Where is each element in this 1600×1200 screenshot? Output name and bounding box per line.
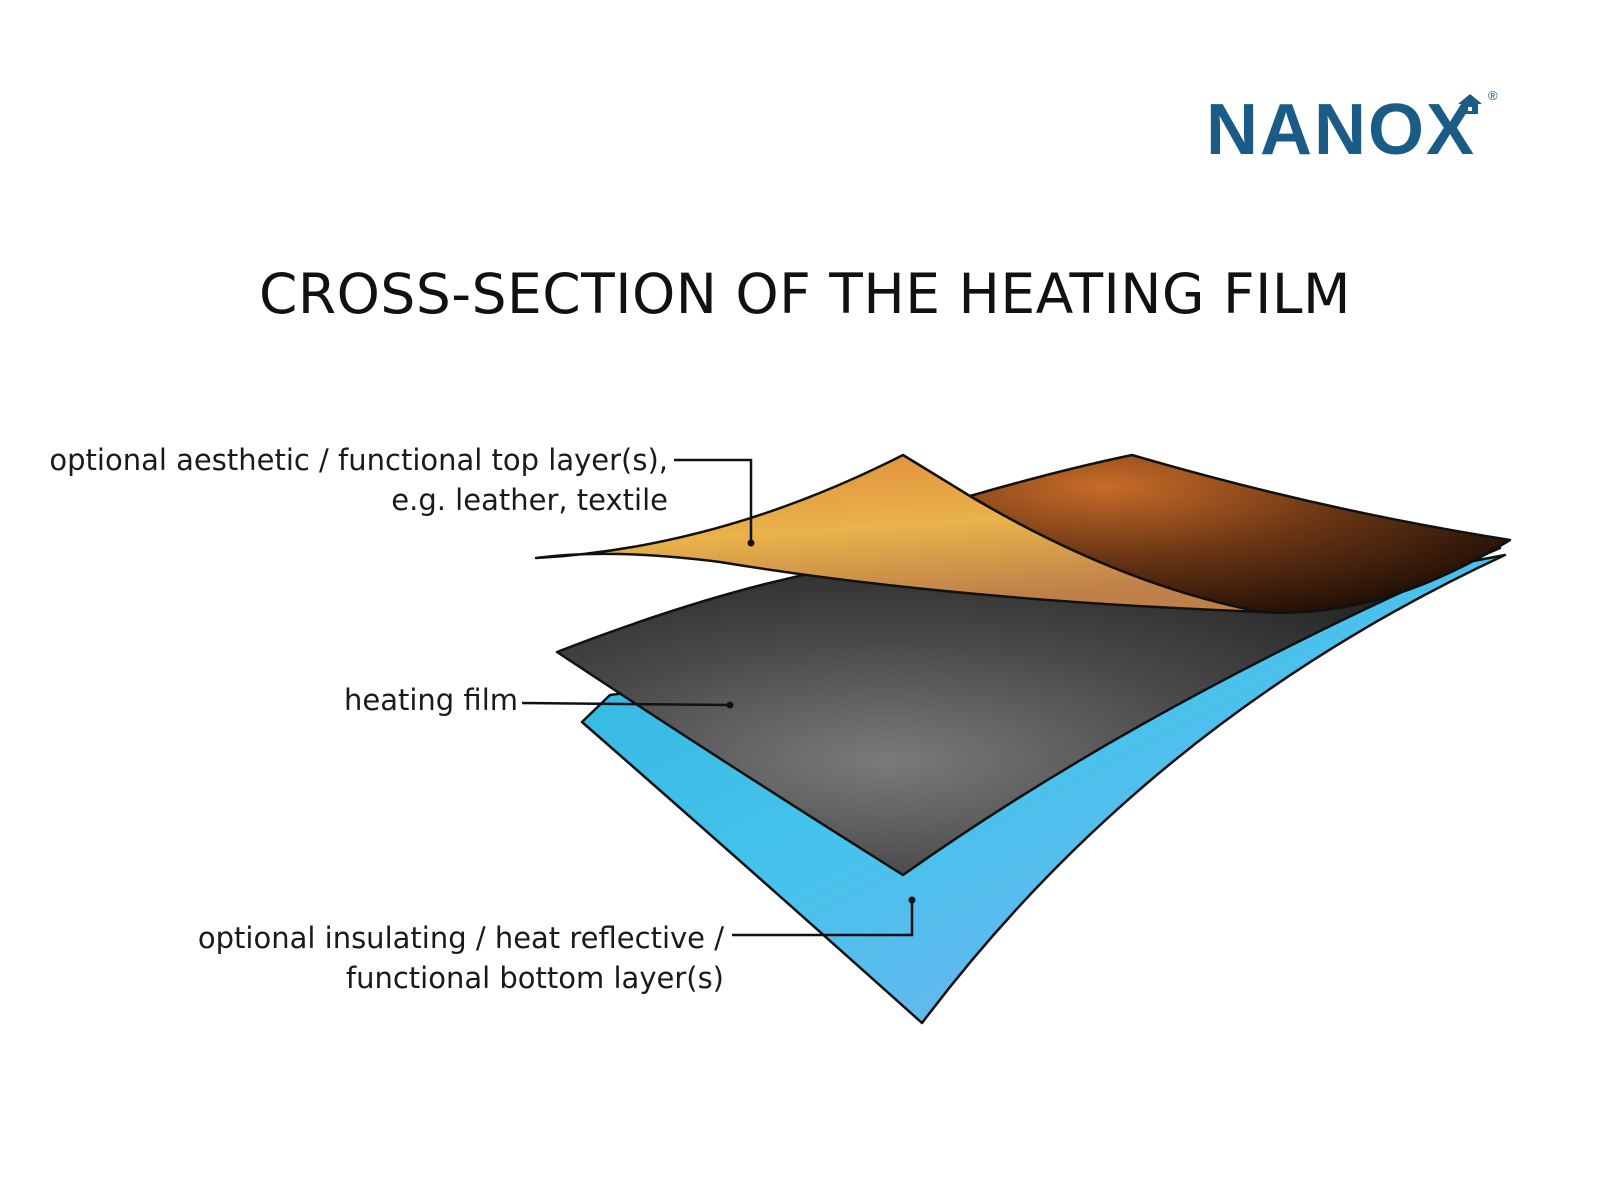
heating-film-label-text: heating film (344, 683, 518, 717)
top-layer-label: optional aesthetic / functional top laye… (49, 440, 668, 520)
top-layer-label-line2: e.g. leather, textile (391, 483, 668, 517)
heating-film-label: heating film (344, 680, 518, 720)
top-layer-leader-line (674, 458, 753, 543)
bottom-layer-leader-line (732, 900, 914, 937)
page-title: CROSS-SECTION OF THE HEATING FILM (259, 262, 1351, 326)
bottom-layer-label-line1: optional insulating / heat reflective / (197, 921, 724, 955)
logo-text: NANOX (1206, 90, 1476, 170)
house-icon (1458, 94, 1482, 114)
registered-mark: ® (1488, 88, 1498, 103)
top-layer-back-shape (968, 453, 1512, 614)
bottom-layer-label-line2: functional bottom layer(s) (345, 961, 724, 995)
middle-layer-leader-line (521, 701, 731, 707)
nanox-logo: NANOX ® (1206, 82, 1506, 172)
top-layer-label-line1: optional aesthetic / functional top laye… (49, 443, 668, 477)
bottom-layer-label: optional insulating / heat reflective / … (198, 918, 724, 998)
